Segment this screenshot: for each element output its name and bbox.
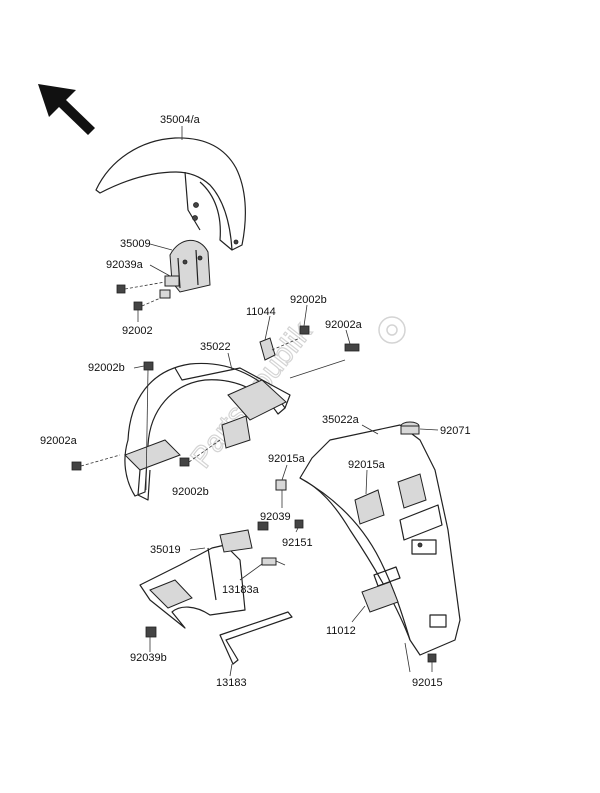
label-35022a: 35022a — [322, 414, 360, 426]
rear-fender-front — [124, 359, 346, 501]
label-92039b: 92039b — [130, 652, 167, 664]
label-92015a-2: 92015a — [348, 459, 386, 471]
label-35019: 35019 — [150, 544, 181, 556]
label-13183: 13183 — [216, 677, 247, 689]
front-direction-arrow-icon — [38, 84, 95, 135]
label-13183a: 13183a — [222, 584, 260, 596]
label-92015: 92015 — [412, 677, 443, 689]
bolt-92002a-left — [71, 454, 121, 471]
label-92039a: 92039a — [106, 259, 144, 271]
leader-lines — [133, 126, 439, 677]
clip-92039 — [275, 479, 287, 491]
reflector-11012 — [361, 566, 401, 613]
bolt-92151 — [294, 519, 304, 529]
label-92071: 92071 — [440, 425, 471, 437]
label-11044: 11044 — [246, 306, 276, 318]
label-92015a-1: 92015a — [268, 453, 306, 465]
bolt-92002a-top — [344, 343, 360, 352]
grommet-92071 — [400, 421, 420, 435]
label-11012: 11012 — [326, 625, 356, 637]
label-92002b-left: 92002b — [88, 362, 125, 374]
label-92002: 92002 — [122, 325, 153, 337]
front-fender — [95, 137, 246, 251]
bolt-92002b-top — [299, 325, 310, 335]
watermark-gear-icon — [378, 316, 406, 344]
stay-13183 — [219, 611, 293, 665]
label-92002a-top: 92002a — [325, 319, 363, 331]
bolt-92002b-bottom — [179, 439, 221, 467]
bolt-92039a — [116, 275, 180, 294]
flap-35019 — [139, 529, 253, 629]
label-35004a: 35004/a — [160, 114, 201, 126]
bolt-small-upper — [257, 521, 269, 531]
bolt-92039b — [145, 626, 157, 638]
label-35009: 35009 — [120, 238, 151, 250]
fender-bracket — [169, 239, 211, 293]
label-92151: 92151 — [282, 537, 313, 549]
rear-fender-rear — [299, 424, 461, 656]
label-92039: 92039 — [260, 511, 291, 523]
stay-13183a — [261, 557, 286, 566]
label-35022: 35022 — [200, 341, 231, 353]
label-92002a-left: 92002a — [40, 435, 78, 447]
label-92002b-bottom: 92002b — [172, 486, 209, 498]
bolt-92002 — [133, 289, 171, 311]
label-92002b-top: 92002b — [290, 294, 327, 306]
stay-11044 — [259, 337, 301, 361]
bolt-92015 — [427, 653, 437, 672]
